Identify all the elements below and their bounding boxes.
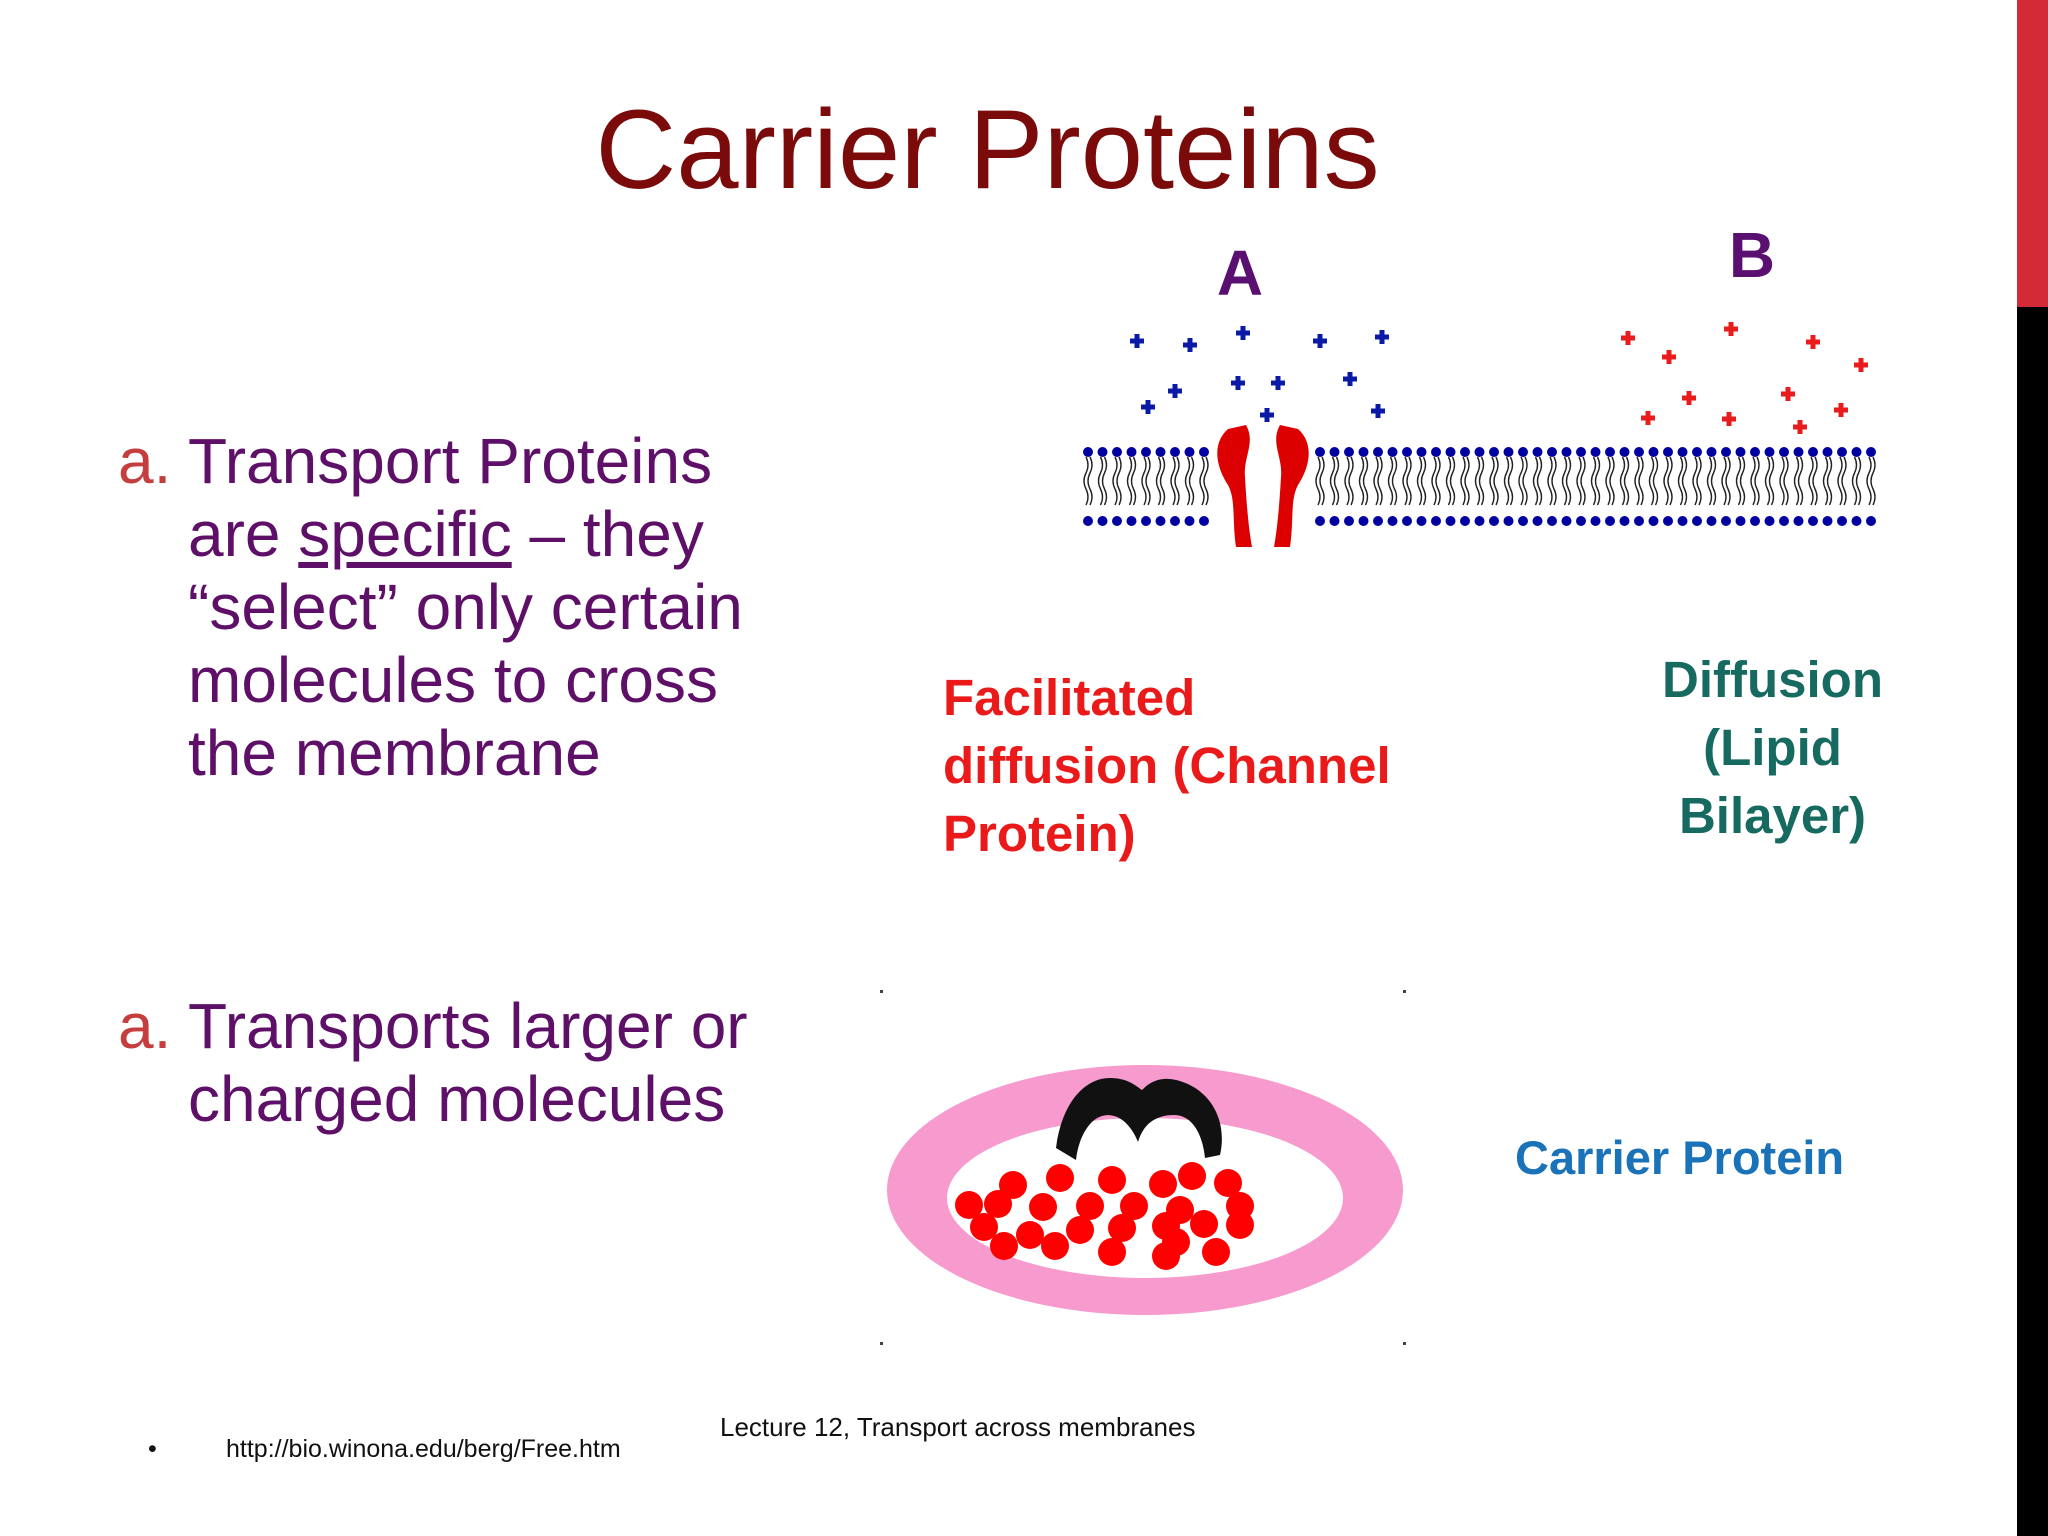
carrier-molecules [955, 1162, 1254, 1270]
label-line: Bilayer) [1678, 787, 1867, 844]
bullet-specific: a. Transport Proteins are specific – the… [118, 425, 818, 790]
carrier-protein-label: Carrier Protein [1515, 1131, 1845, 1184]
label-line: Facilitated [943, 669, 1196, 726]
footer-lecture: Lecture 12, Transport across membranes [720, 1412, 1196, 1442]
membrane-diagram: A B [1083, 219, 1876, 547]
source-citation: • http://bio.winona.edu/berg/Free.htm [148, 1435, 621, 1464]
label-b: B [1729, 219, 1775, 291]
label-a: A [1217, 237, 1263, 309]
bullet-marker: a. [118, 990, 172, 1062]
accent-bar-red [2017, 0, 2048, 307]
source-bullet: • [148, 1435, 157, 1463]
bullet-marker: a. [118, 425, 172, 497]
bullet-text-post: – they “select” only certain molecules t… [188, 498, 743, 789]
source-url[interactable]: http://bio.winona.edu/berg/Free.htm [226, 1435, 621, 1463]
bullet-text: Transports larger or charged molecules [188, 990, 748, 1135]
label-line: (Lipid [1703, 719, 1842, 776]
label-line: Diffusion [1662, 651, 1883, 708]
bullet-text: Transport Proteins are specific – they “… [188, 425, 818, 790]
lipid-diffusion-label: Diffusion (Lipid Bilayer) [1620, 646, 1925, 850]
lipid-bilayer [1083, 447, 1876, 526]
molecules-a [1130, 326, 1389, 422]
carrier-protein-shape [1056, 1078, 1222, 1160]
channel-protein [1217, 425, 1309, 547]
facilitated-diffusion-label: Facilitated diffusion (Channel Protein) [943, 664, 1391, 868]
bullet-text-pre: Transport Proteins are [188, 425, 713, 570]
molecules-b [1621, 322, 1868, 434]
bullet-text-underlined: specific [298, 498, 512, 570]
slide-title: Carrier Proteins [595, 87, 1380, 212]
accent-bar-black [2017, 307, 2048, 1536]
label-line: Protein) [943, 805, 1136, 862]
carrier-protein-diagram [880, 990, 1406, 1345]
label-line: diffusion (Channel [943, 737, 1391, 794]
bullet-larger-molecules: a. Transports larger or charged molecule… [118, 990, 818, 1136]
